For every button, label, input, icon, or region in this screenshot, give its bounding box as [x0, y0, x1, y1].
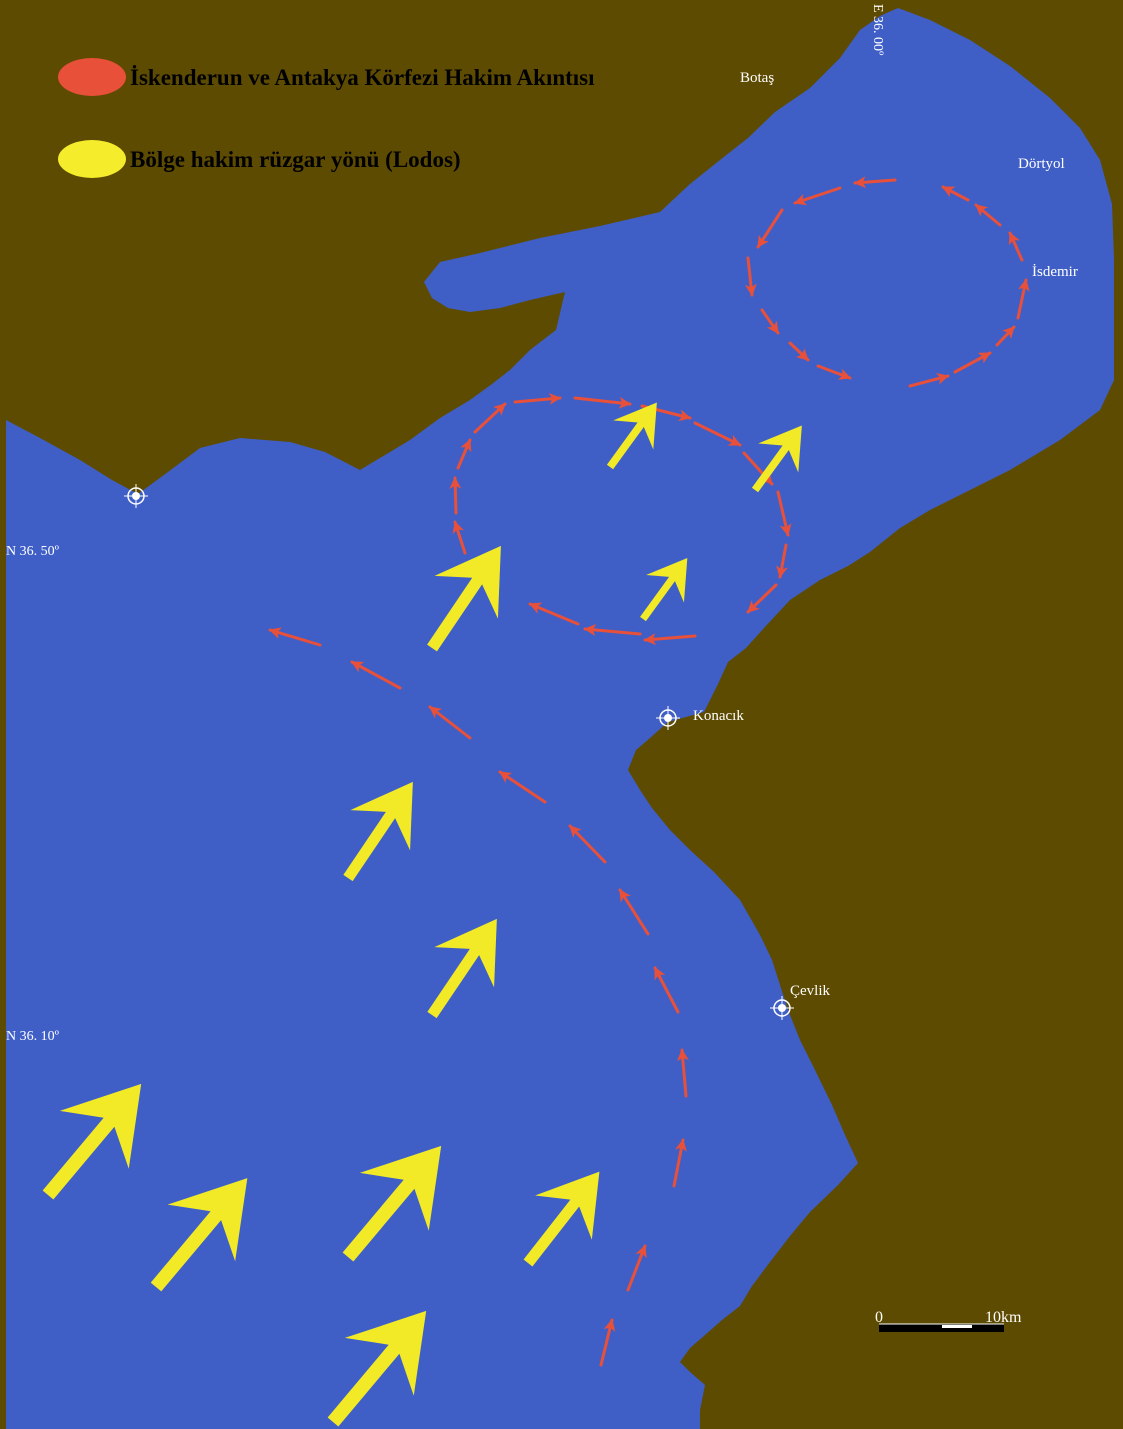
place-label-konacik: Konacık	[693, 708, 744, 724]
current-arrow	[643, 633, 697, 646]
location-marker-icon	[124, 484, 148, 508]
current-arrows	[268, 176, 1030, 1367]
current-arrow	[568, 824, 607, 864]
current-arrow	[853, 176, 897, 189]
coord-label-latitude-lower: N 36. 10º	[6, 1029, 60, 1044]
wind-arrow	[751, 425, 802, 493]
current-arrow	[760, 308, 780, 335]
legend: İskenderun ve Antakya Körfezi Hakim Akın…	[58, 58, 595, 178]
current-arrow	[268, 627, 322, 647]
wind-arrow	[150, 1178, 248, 1292]
current-arrow	[908, 372, 950, 388]
current-arrow	[452, 520, 467, 555]
current-arrow	[776, 543, 788, 579]
current-arrow	[599, 1318, 616, 1367]
wind-arrow	[427, 918, 497, 1019]
sea-area	[6, 8, 1114, 1429]
scale-label-zero: 0	[875, 1309, 883, 1326]
current-arrow	[793, 186, 842, 206]
current-arrow	[672, 1138, 687, 1188]
current-arrow	[653, 966, 680, 1014]
wind-arrow	[427, 545, 501, 652]
current-arrow	[618, 888, 650, 936]
place-label-cevlik: Çevlik	[790, 983, 830, 999]
current-arrow	[528, 602, 580, 626]
legend-wind-label: Bölge hakim rüzgar yönü (Lodos)	[130, 147, 461, 172]
place-label-botas: Botaş	[740, 70, 774, 86]
current-arrow	[776, 490, 792, 537]
wind-arrows	[42, 402, 802, 1427]
current-arrow	[350, 660, 402, 690]
current-arrow	[693, 421, 742, 447]
current-arrow	[756, 208, 784, 249]
current-arrow	[941, 185, 970, 202]
current-arrow	[995, 325, 1016, 347]
legend-current-label: İskenderun ve Antakya Körfezi Hakim Akın…	[130, 65, 595, 90]
location-marker-icon	[770, 996, 794, 1020]
current-arrow	[473, 402, 507, 434]
current-arrow	[449, 476, 462, 515]
current-arrow	[456, 438, 472, 470]
wind-arrow	[343, 781, 413, 882]
coord-label-longitude: E 36. 00º	[870, 4, 885, 56]
current-arrow	[1008, 231, 1024, 262]
current-arrow	[746, 583, 778, 614]
legend-wind-swatch	[58, 140, 126, 178]
current-arrow	[498, 770, 547, 804]
legend-current-swatch	[58, 58, 126, 96]
current-arrow	[573, 396, 632, 409]
location-marker-icon	[656, 706, 680, 730]
wind-arrow	[342, 1145, 442, 1262]
current-arrow	[583, 624, 642, 636]
wind-arrow	[606, 402, 657, 470]
place-label-isdemir: İsdemir	[1032, 264, 1078, 280]
scale-bar: 0 10km	[875, 1309, 1022, 1332]
wind-arrow	[42, 1083, 142, 1200]
current-arrow	[1016, 278, 1030, 320]
current-arrow	[788, 341, 810, 362]
scale-label-distance: 10km	[985, 1309, 1022, 1326]
place-label-dortyol: Dörtyol	[1018, 156, 1065, 172]
current-arrow	[428, 705, 472, 740]
wind-arrow	[327, 1310, 427, 1427]
coord-label-latitude-upper: N 36. 50º	[6, 544, 60, 559]
current-arrow	[513, 392, 562, 405]
current-arrow	[816, 364, 852, 380]
current-arrow	[953, 351, 992, 374]
wind-arrow	[523, 1171, 600, 1267]
current-arrow	[744, 256, 757, 297]
wind-arrow	[640, 558, 688, 622]
current-arrow	[626, 1244, 647, 1292]
current-arrow	[974, 203, 1002, 227]
current-arrow	[676, 1048, 689, 1098]
